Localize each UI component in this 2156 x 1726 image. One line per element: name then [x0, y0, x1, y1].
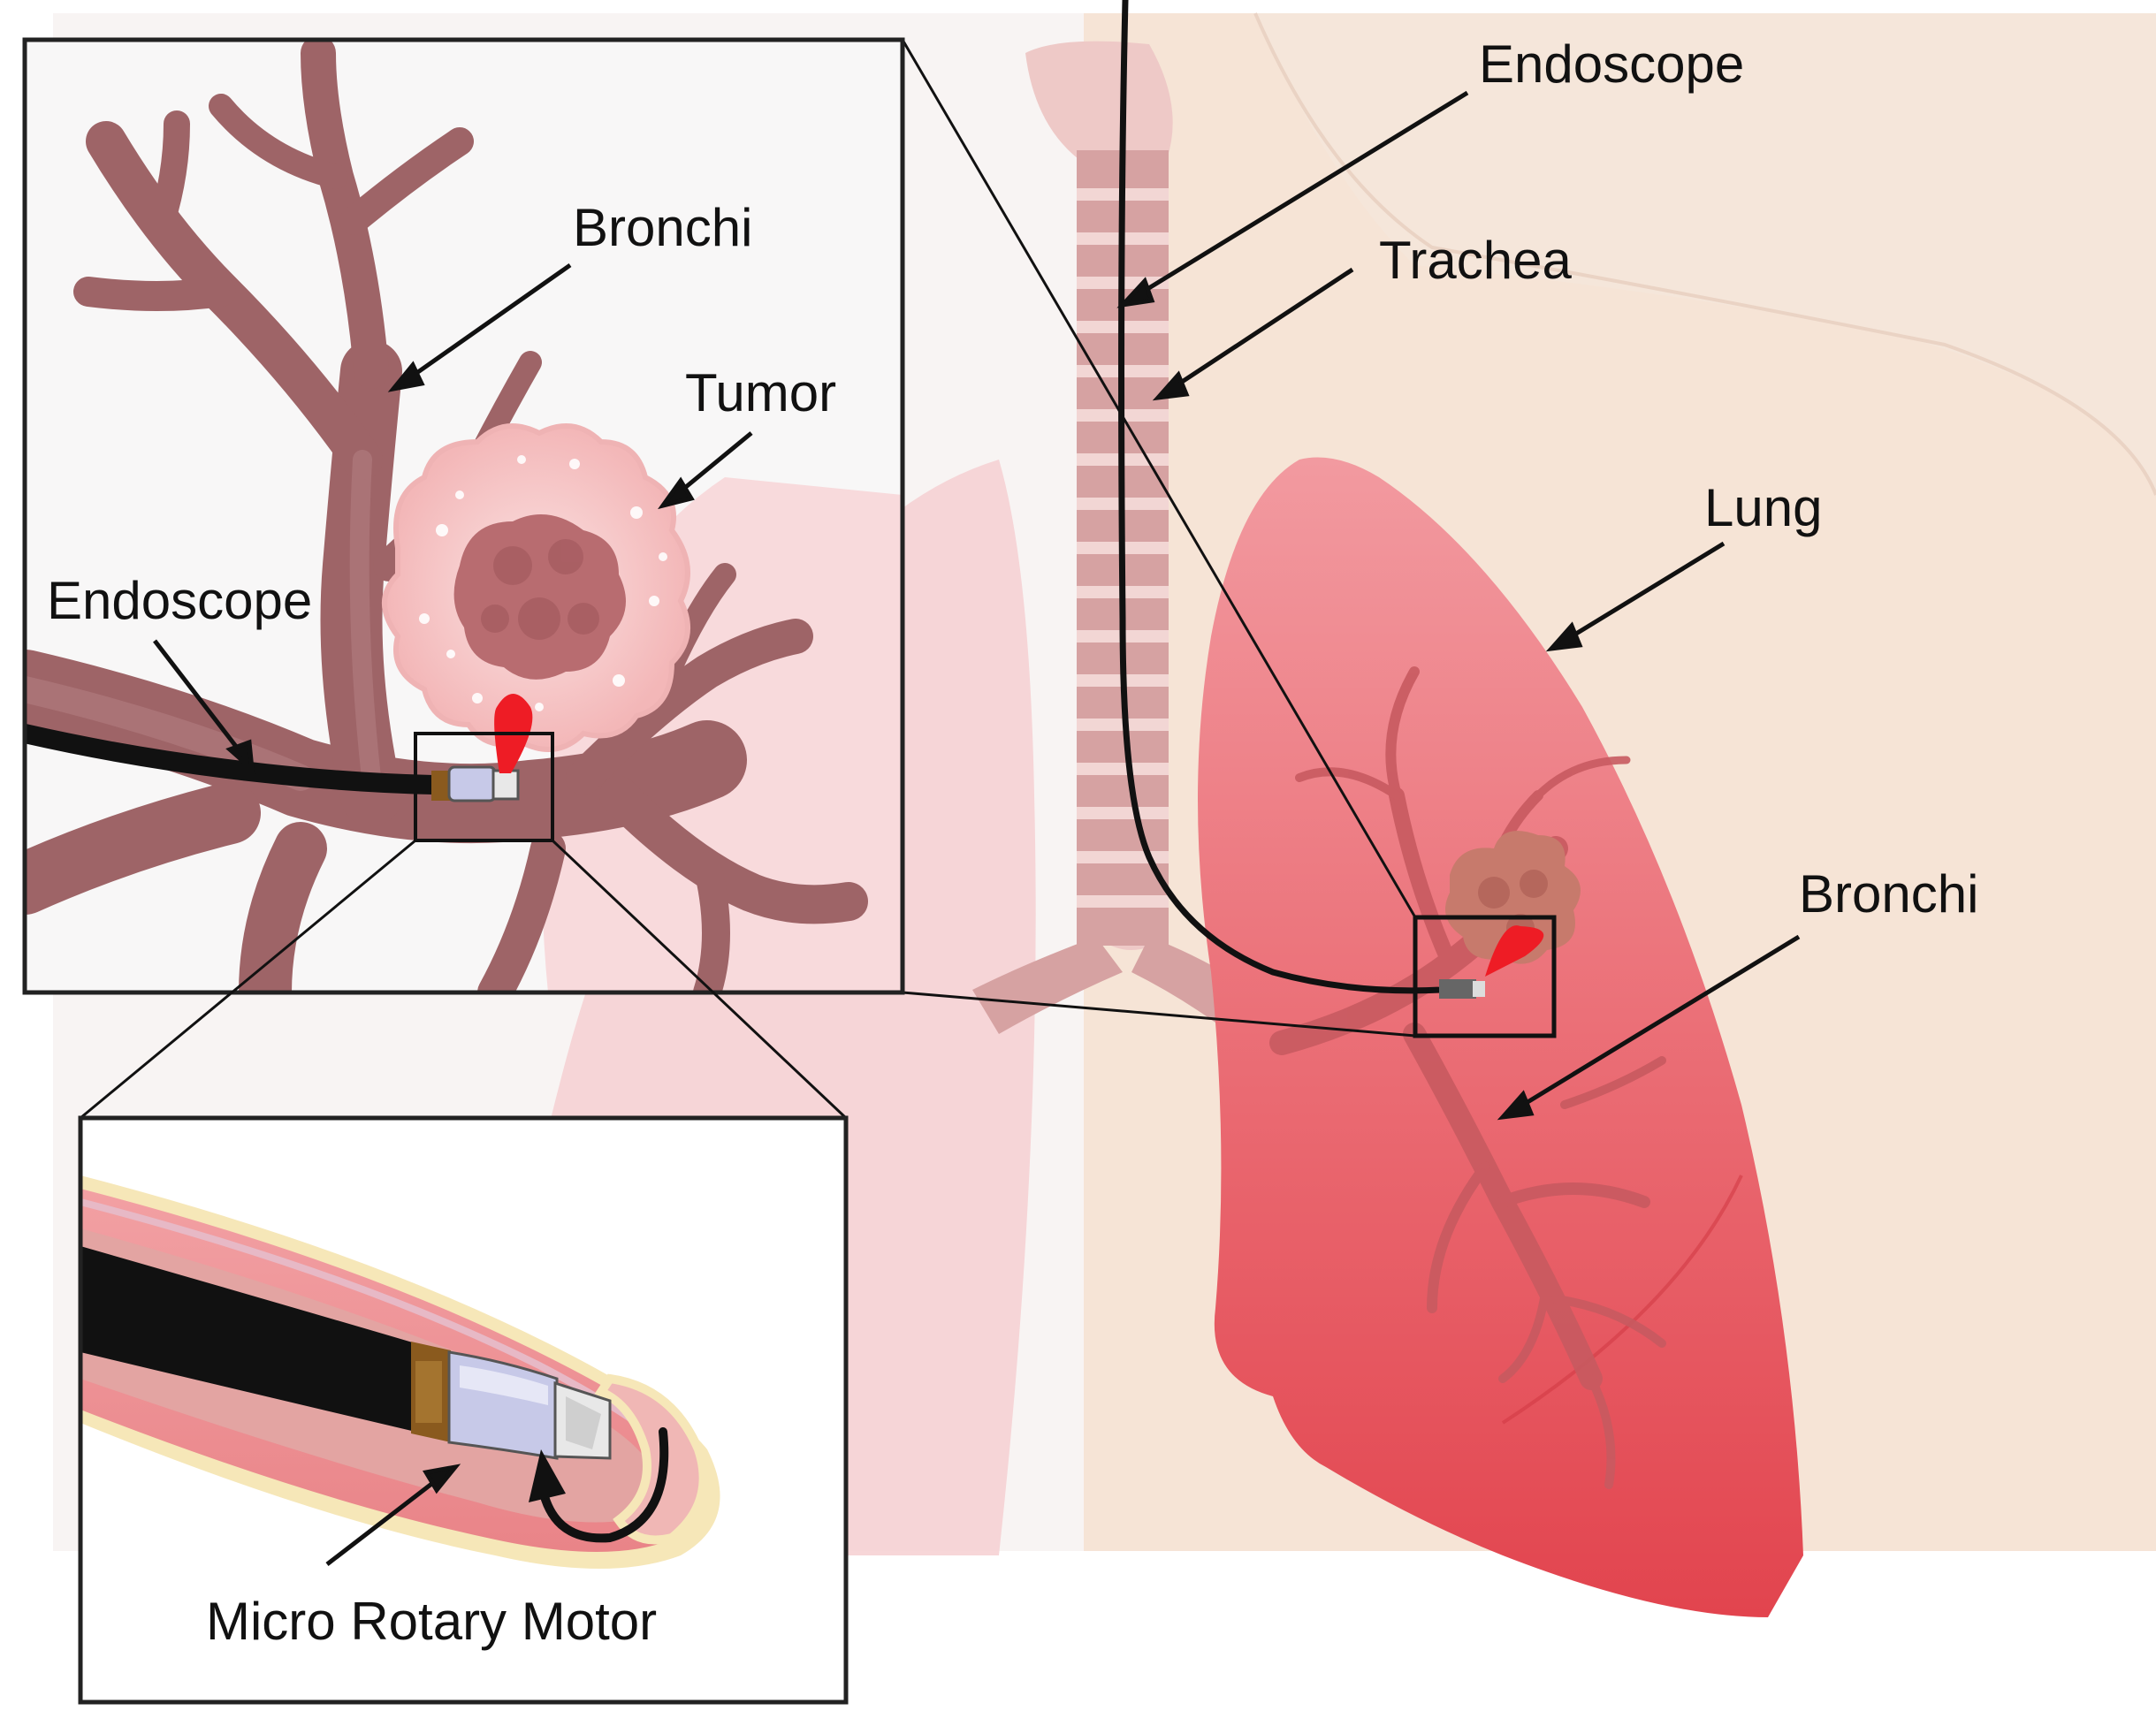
endoscope-main: [1118, 0, 1444, 994]
label-endoscope-main: Endoscope: [1479, 34, 1744, 94]
label-lung: Lung: [1704, 478, 1822, 537]
label-endoscope-inset: Endoscope: [47, 571, 312, 630]
motor-detail-panel: [78, 1115, 849, 1705]
label-bronchi-main: Bronchi: [1799, 864, 1978, 924]
label-bronchi-inset: Bronchi: [573, 198, 752, 257]
label-tumor: Tumor: [685, 363, 836, 422]
label-micro-rotary-motor: Micro Rotary Motor: [206, 1592, 657, 1651]
laser-beam-main: [1485, 925, 1544, 977]
tumor-inset: [382, 423, 690, 752]
endoscope-inset: [25, 724, 443, 795]
label-trachea: Trachea: [1379, 231, 1573, 290]
rotation-arrow: [539, 1427, 669, 1543]
label-arrows: [153, 90, 1801, 1566]
zoom-box-main: [1413, 915, 1557, 1038]
bronchi-inset-panel: [22, 37, 905, 995]
endoscope-tip-main: [1439, 979, 1476, 999]
zoom-box-inset: [414, 732, 554, 842]
